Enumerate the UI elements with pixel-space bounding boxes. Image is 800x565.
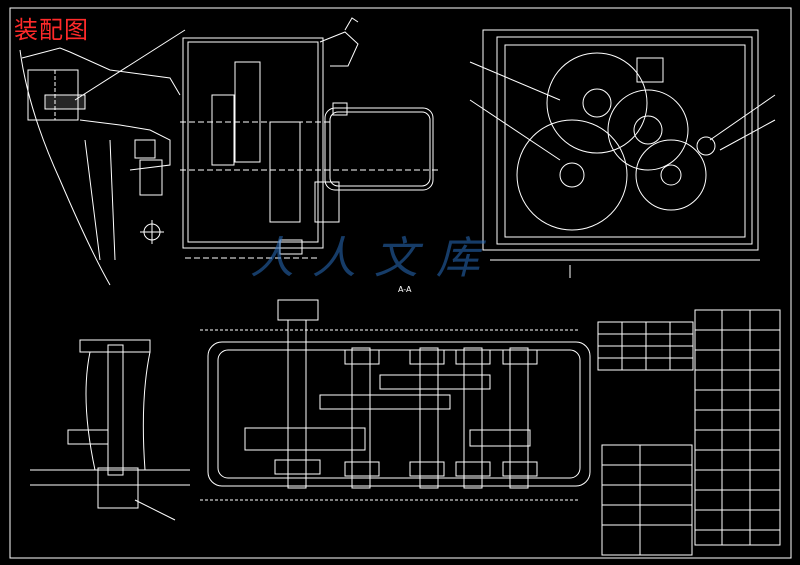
title-block	[597, 309, 781, 556]
shaft-section-view	[200, 299, 591, 501]
side-section-view	[30, 339, 190, 521]
watermark: 人人文库	[250, 233, 498, 284]
drawing-frame	[9, 7, 792, 559]
gear-view	[469, 29, 776, 278]
section-label: A-A	[398, 285, 412, 294]
front-view	[19, 17, 440, 286]
drawing-title: 装配图	[14, 16, 89, 44]
